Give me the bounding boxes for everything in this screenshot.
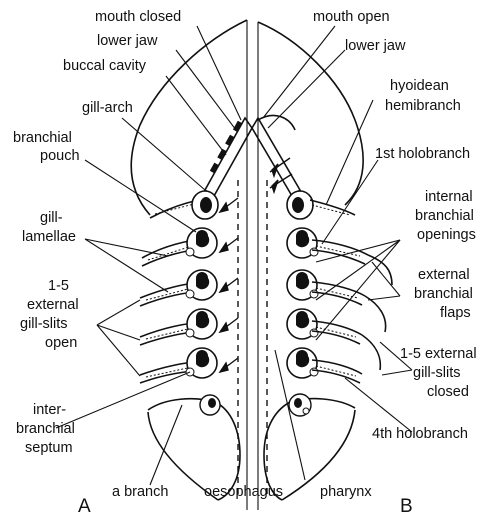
label-inter-branchial-line1: inter- (33, 402, 66, 418)
label-branchial-pouch-line2: pouch (40, 148, 80, 164)
label-ext-slits-open-line3: gill-slits (20, 316, 68, 332)
label-panel-b: B (400, 496, 413, 517)
label-internal-openings-line3: openings (417, 227, 476, 243)
label-inter-branchial-line3: septum (25, 440, 73, 456)
label-internal-openings-line2: branchial (415, 208, 474, 224)
label-internal-openings-line1: internal (425, 189, 473, 205)
label-oesophagus: oesophagus (204, 484, 283, 500)
label-a-branch: a branch (112, 484, 168, 500)
label-external-flaps-line2: branchial (414, 286, 473, 302)
oesophagus-dashes (238, 180, 267, 495)
right-hemibranch (287, 191, 355, 219)
label-first-holobranch: 1st holobranch (375, 146, 470, 162)
jaw-left (205, 118, 252, 196)
label-gill-arch: gill-arch (82, 100, 133, 116)
labels-left: mouth closed lower jaw buccal cavity gil… (13, 9, 372, 517)
left-gill-arch (140, 348, 217, 383)
label-mouth-open: mouth open (313, 9, 390, 25)
left-gill-arch (140, 270, 217, 306)
label-ext-slits-closed-line2: gill-slits (413, 365, 461, 381)
label-ext-slits-open-line1: 1-5 (48, 278, 69, 294)
label-pharynx: pharynx (320, 484, 372, 500)
label-branchial-pouch-line1: branchial (13, 130, 72, 146)
label-panel-a: A (78, 496, 91, 517)
left-gill-arch (150, 191, 218, 219)
left-gill-arch (142, 228, 217, 266)
label-fourth-holobranch: 4th holobranch (372, 426, 468, 442)
label-ext-slits-open-line4: open (45, 335, 77, 351)
label-lower-jaw-right: lower jaw (345, 38, 406, 54)
label-gill-lamellae-line2: lamellae (22, 229, 76, 245)
left-flow-arrows (220, 198, 238, 372)
left-septum-bulb (200, 395, 220, 415)
right-gill-arch (287, 348, 362, 383)
label-ext-slits-closed-line3: closed (427, 384, 469, 400)
label-gill-lamellae-line1: gill- (40, 210, 63, 226)
right-septum-bulb (289, 394, 311, 416)
label-buccal-cavity: buccal cavity (63, 58, 147, 74)
label-ext-slits-closed-line1: 1-5 external (400, 346, 477, 362)
label-mouth-closed: mouth closed (95, 9, 181, 25)
label-external-flaps-line1: external (418, 267, 470, 283)
body-outline (131, 20, 363, 510)
left-gill-arch (140, 309, 217, 345)
label-hyoidean-line2: hemibranch (385, 98, 461, 114)
label-inter-branchial-line2: branchial (16, 421, 75, 437)
label-external-flaps-line3: flaps (440, 305, 471, 321)
label-ext-slits-open-line2: external (27, 297, 79, 313)
leader-lines (56, 26, 412, 485)
label-hyoidean-line1: hyoidean (390, 78, 449, 94)
labels-right: mouth open lower jaw hyoidean hemibranch… (313, 9, 477, 517)
left-gills (140, 191, 238, 415)
label-lower-jaw-left: lower jaw (97, 33, 158, 49)
right-gills (270, 158, 392, 416)
